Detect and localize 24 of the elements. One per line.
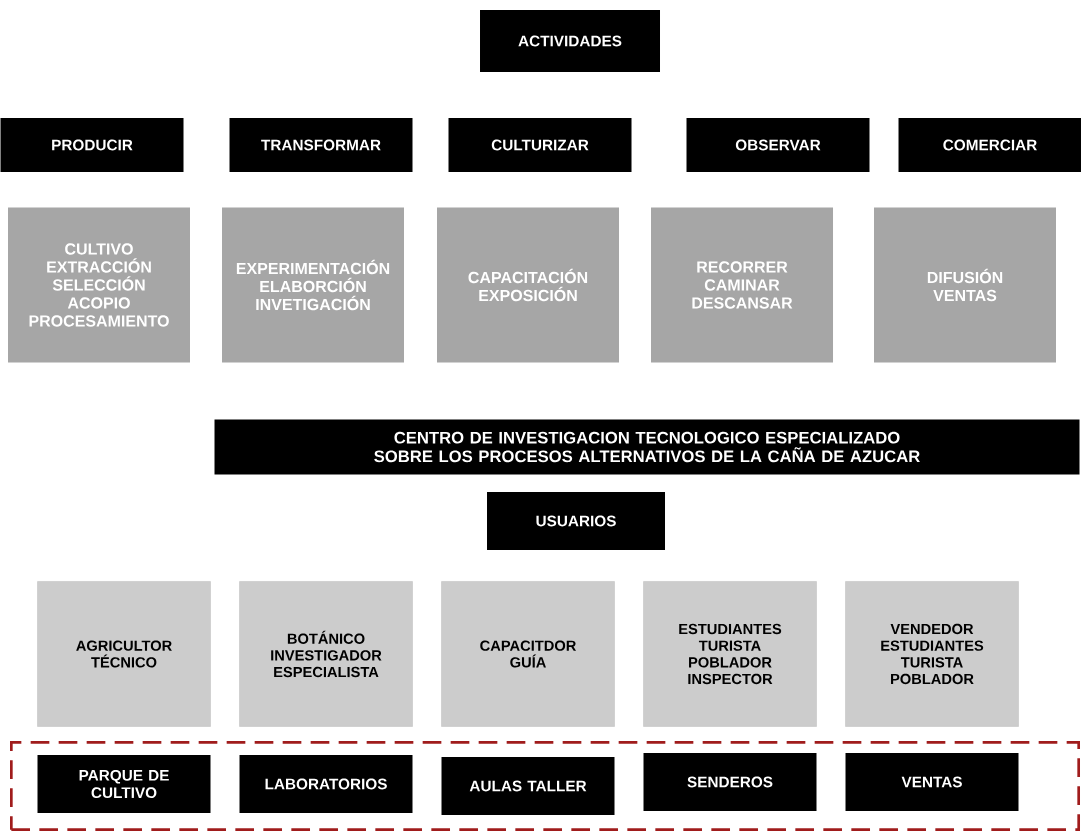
user-box: VENDEDOR ESTUDIANTES TURISTA POBLADOR [845,581,1019,727]
label-box: PARQUE DE CULTIVO [37,755,211,813]
label-box: TRANSFORMAR [229,118,413,172]
activity-box: CULTIVO EXTRACCIÓN SELECCIÓN ACOPIO PROCESAMIENTO [8,207,190,363]
user-box: BOTÁNICO INVESTIGADOR ESPECIALISTA [239,581,413,727]
title-bar: CENTRO DE INVESTIGACION TECNOLOGICO ESPECIALIZADO SOBRE LOS PROCESOS ALTERNATIVOS DE LA CAÑA DE AZUCAR [214,419,1080,475]
label-box: SENDEROS [643,753,817,811]
activity-box: DIFUSIÓN VENTAS [874,207,1056,363]
label-box: CULTURIZAR [448,118,632,172]
activity-box: RECORRER CAMINAR DESCANSAR [651,207,833,363]
label-box: LABORATORIOS [239,755,413,813]
activity-box: CAPACITACIÓN EXPOSICIÓN [437,207,619,363]
user-box: ESTUDIANTES TURISTA POBLADOR INSPECTOR [643,581,817,727]
label-box: USUARIOS [487,492,665,550]
label-box: AULAS TALLER [441,757,615,815]
user-box: AGRICULTOR TÉCNICO [37,581,211,727]
label-box: VENTAS [845,753,1019,811]
label-box: ACTIVIDADES [480,10,660,72]
label-box: COMERCIAR [898,118,1081,172]
dashed-frame [10,741,1080,831]
activity-box: EXPERIMENTACIÓN ELABORCIÓN INVETIGACIÓN [222,207,404,363]
label-box: PRODUCIR [0,118,184,172]
user-box: CAPACITDOR GUÍA [441,581,615,727]
label-box: OBSERVAR [686,118,870,172]
